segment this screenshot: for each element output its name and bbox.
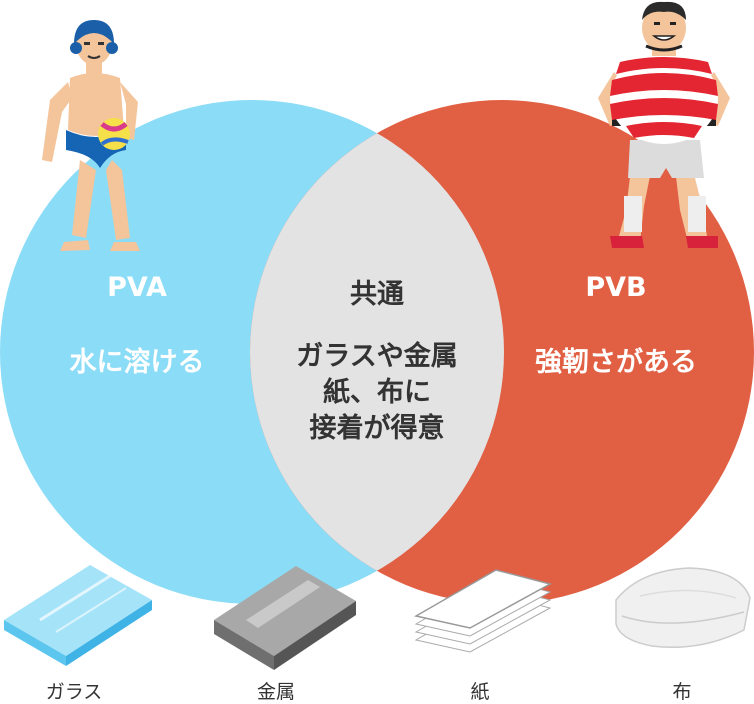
material-label-cloth: 布 xyxy=(672,681,692,703)
overlap-region xyxy=(250,100,504,604)
common-line-2: 紙、布に xyxy=(323,377,431,408)
metal-plate-icon xyxy=(214,566,356,670)
common-line-3: 接着が得意 xyxy=(309,413,445,444)
material-label-metal: 金属 xyxy=(256,681,295,703)
pvb-title: PVB xyxy=(585,272,647,303)
pva-title: PVA xyxy=(107,272,167,303)
pva-description: 水に溶ける xyxy=(69,347,205,378)
water-polo-player-icon xyxy=(42,20,140,251)
paper-stack-icon xyxy=(413,569,553,653)
pvb-description: 強靭さがある xyxy=(535,347,697,378)
material-label-paper: 紙 xyxy=(470,681,490,703)
cloth-folded-icon xyxy=(615,567,751,649)
common-line-1: ガラスや金属 xyxy=(296,341,458,372)
rugby-player-icon xyxy=(598,1,730,248)
material-label-glass: ガラス xyxy=(45,681,103,703)
glass-plate-icon xyxy=(4,565,152,666)
common-title: 共通 xyxy=(350,279,404,310)
